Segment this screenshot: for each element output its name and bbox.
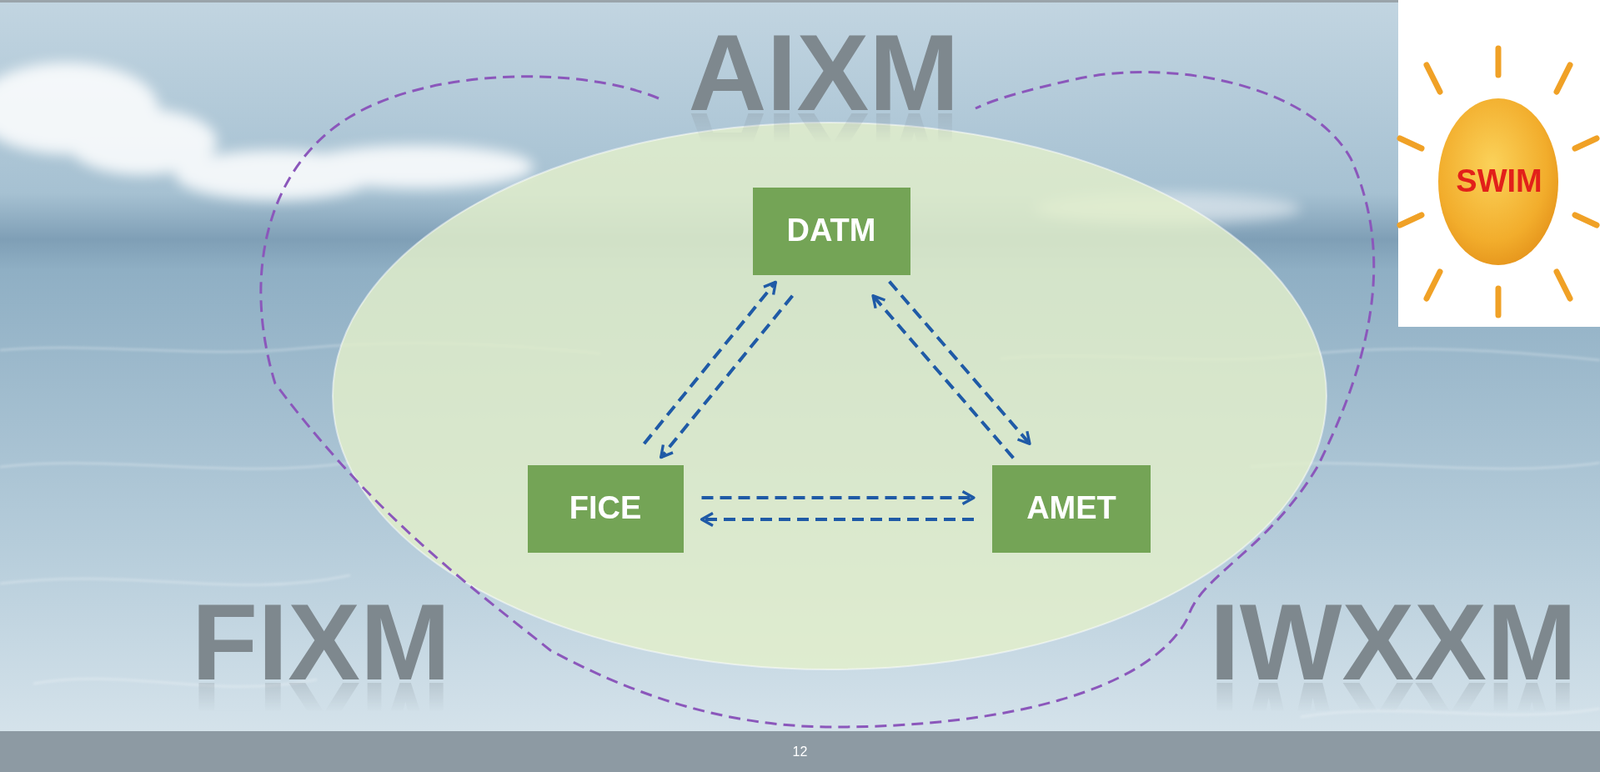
- top-rule: [0, 0, 1399, 3]
- sun-disc: [1438, 98, 1559, 266]
- flow-arrow: [889, 281, 1030, 445]
- swim-panel: [1398, 0, 1600, 327]
- standard-name: IWXXM: [1143, 587, 1600, 697]
- flow-arrow: [872, 295, 1014, 459]
- flow-arrow: [644, 281, 777, 444]
- footer-bar: [0, 731, 1600, 772]
- sun-rays: [1399, 48, 1597, 316]
- node-label: AMET: [1026, 490, 1117, 527]
- flow-arrow: [702, 496, 975, 500]
- process-box: DATM: [752, 187, 911, 276]
- node-label: DATM: [787, 212, 877, 250]
- sun-badge: SWIM: [1398, 0, 1600, 327]
- node-label: FICE: [569, 490, 643, 527]
- swim-boundary: [260, 72, 1375, 728]
- standard-name: FIXM: [70, 587, 572, 697]
- page-number: 12: [0, 731, 1600, 772]
- standard-name: AIXM: [573, 18, 1074, 127]
- process-box: AMET: [992, 465, 1151, 553]
- shared-ellipse: [332, 122, 1327, 670]
- flow-arrow: [702, 517, 975, 522]
- process-box: FICE: [527, 465, 684, 553]
- flow-arrow: [661, 295, 793, 458]
- node-label: SWIM: [1455, 163, 1542, 201]
